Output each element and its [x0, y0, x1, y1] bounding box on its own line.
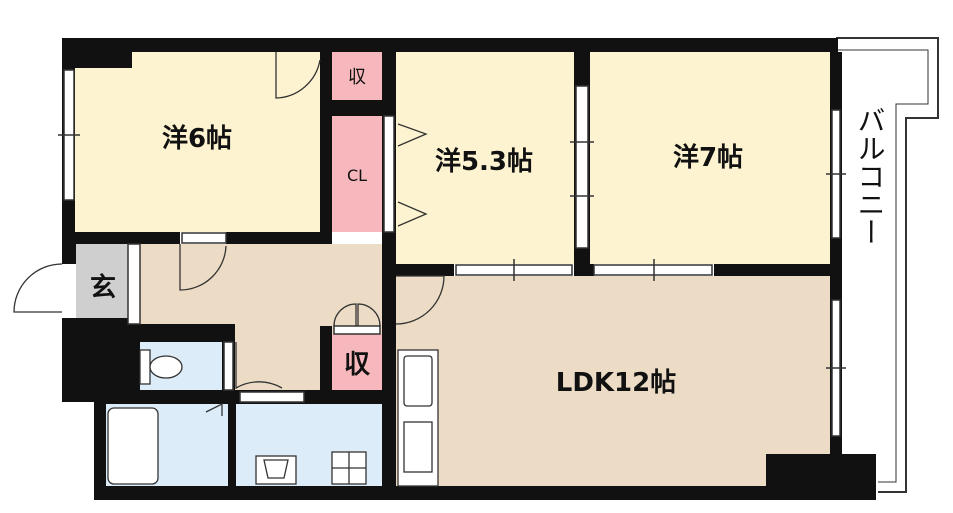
kitchen-sink — [403, 355, 433, 407]
label-western-6: 洋6帖 — [162, 123, 232, 154]
label-western-5-3: 洋5.3帖 — [435, 146, 533, 177]
balcony-outline — [836, 37, 939, 493]
entrance — [76, 244, 130, 324]
room-western-6 — [75, 52, 320, 232]
bathtub — [107, 407, 159, 485]
balcony-outline-inner — [836, 49, 929, 483]
closet — [332, 116, 382, 232]
kitchen-stove — [403, 421, 433, 473]
room-western-5-3 — [396, 52, 574, 264]
hallway — [140, 244, 382, 334]
room-ldk — [396, 276, 830, 486]
toilet-tank — [139, 349, 151, 385]
label-closet: CL — [347, 166, 367, 185]
hallway-lower — [235, 334, 320, 390]
fixtures — [107, 349, 439, 487]
label-western-7: 洋7帖 — [673, 142, 743, 173]
toilet-bowl — [149, 355, 183, 379]
storage-top — [332, 52, 382, 100]
label-ldk: LDK12帖 — [556, 368, 676, 398]
label-entrance: 玄 — [90, 272, 116, 303]
wash-basin — [255, 455, 297, 485]
room-western-7 — [590, 52, 830, 264]
label-storage-top: 収 — [348, 67, 366, 88]
label-storage-mid: 収 — [344, 350, 371, 380]
storage-mid — [332, 334, 382, 390]
windows — [58, 69, 846, 437]
doors — [13, 52, 445, 416]
label-balcony: バルコニー — [854, 106, 887, 246]
